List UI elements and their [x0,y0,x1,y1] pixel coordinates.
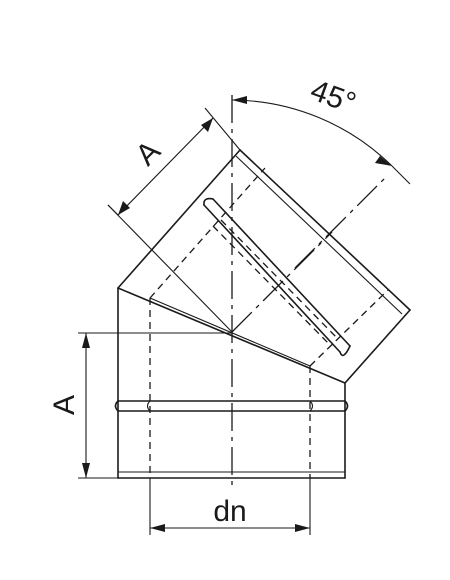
angle-ext-line [391,165,411,185]
dim-dn-label: dn [213,495,246,528]
angle-label: 45° [306,74,360,121]
upper-bead-cap-bottom [339,345,351,357]
dim-a-upper-arrow-a [118,201,130,215]
dim-a-lower-arrow-top [82,333,90,348]
dim-dn-arrow-left [150,524,165,532]
upper-pipe-section [117,149,411,384]
upper-top-lip [235,155,403,315]
bead-ring-right-cap [344,400,349,412]
upper-inner-ring-hidden-b [220,219,339,340]
dim-a-upper-line [117,117,214,216]
bead-ring-left-cap [114,400,119,412]
dimension-a-upper: A [107,107,241,333]
upper-right-wall [344,309,411,384]
angle-arc [231,99,393,167]
upper-bead-line-a [203,204,341,353]
dim-a-upper-label: A [130,135,167,172]
inclined-centre-line-ext [294,177,386,269]
angle-arrow-end [375,156,392,166]
upper-left-wall [117,149,241,289]
angle-arrow-start [232,96,247,104]
dim-a-lower-label: A [48,395,81,415]
dim-a-upper-ext-b [204,107,241,151]
upper-bead-cap-top [203,197,214,206]
dim-a-upper-ext-a [107,204,233,333]
upper-bead-line-b [212,198,351,347]
upper-inner-left-hidden [149,167,266,299]
upper-inner-right-hidden [309,289,389,367]
dim-dn-arrow-right [295,524,310,532]
dimension-dn: dn [149,478,311,535]
mitre-joint-inner [149,297,311,367]
bead-ring-inner-left [146,400,151,412]
upper-top-edge [239,149,411,311]
bead-ring-inner-right [309,400,314,412]
dim-a-lower-arrow-bottom [82,463,90,478]
centre-lines [231,95,386,490]
dimension-a-lower: A [48,332,232,479]
dim-a-upper-arrow-b [201,118,213,132]
dim-a-upper-ext-a-tick [107,204,119,216]
upper-inner-ring-hidden-a [212,225,331,346]
inclined-centre-line [231,231,333,333]
